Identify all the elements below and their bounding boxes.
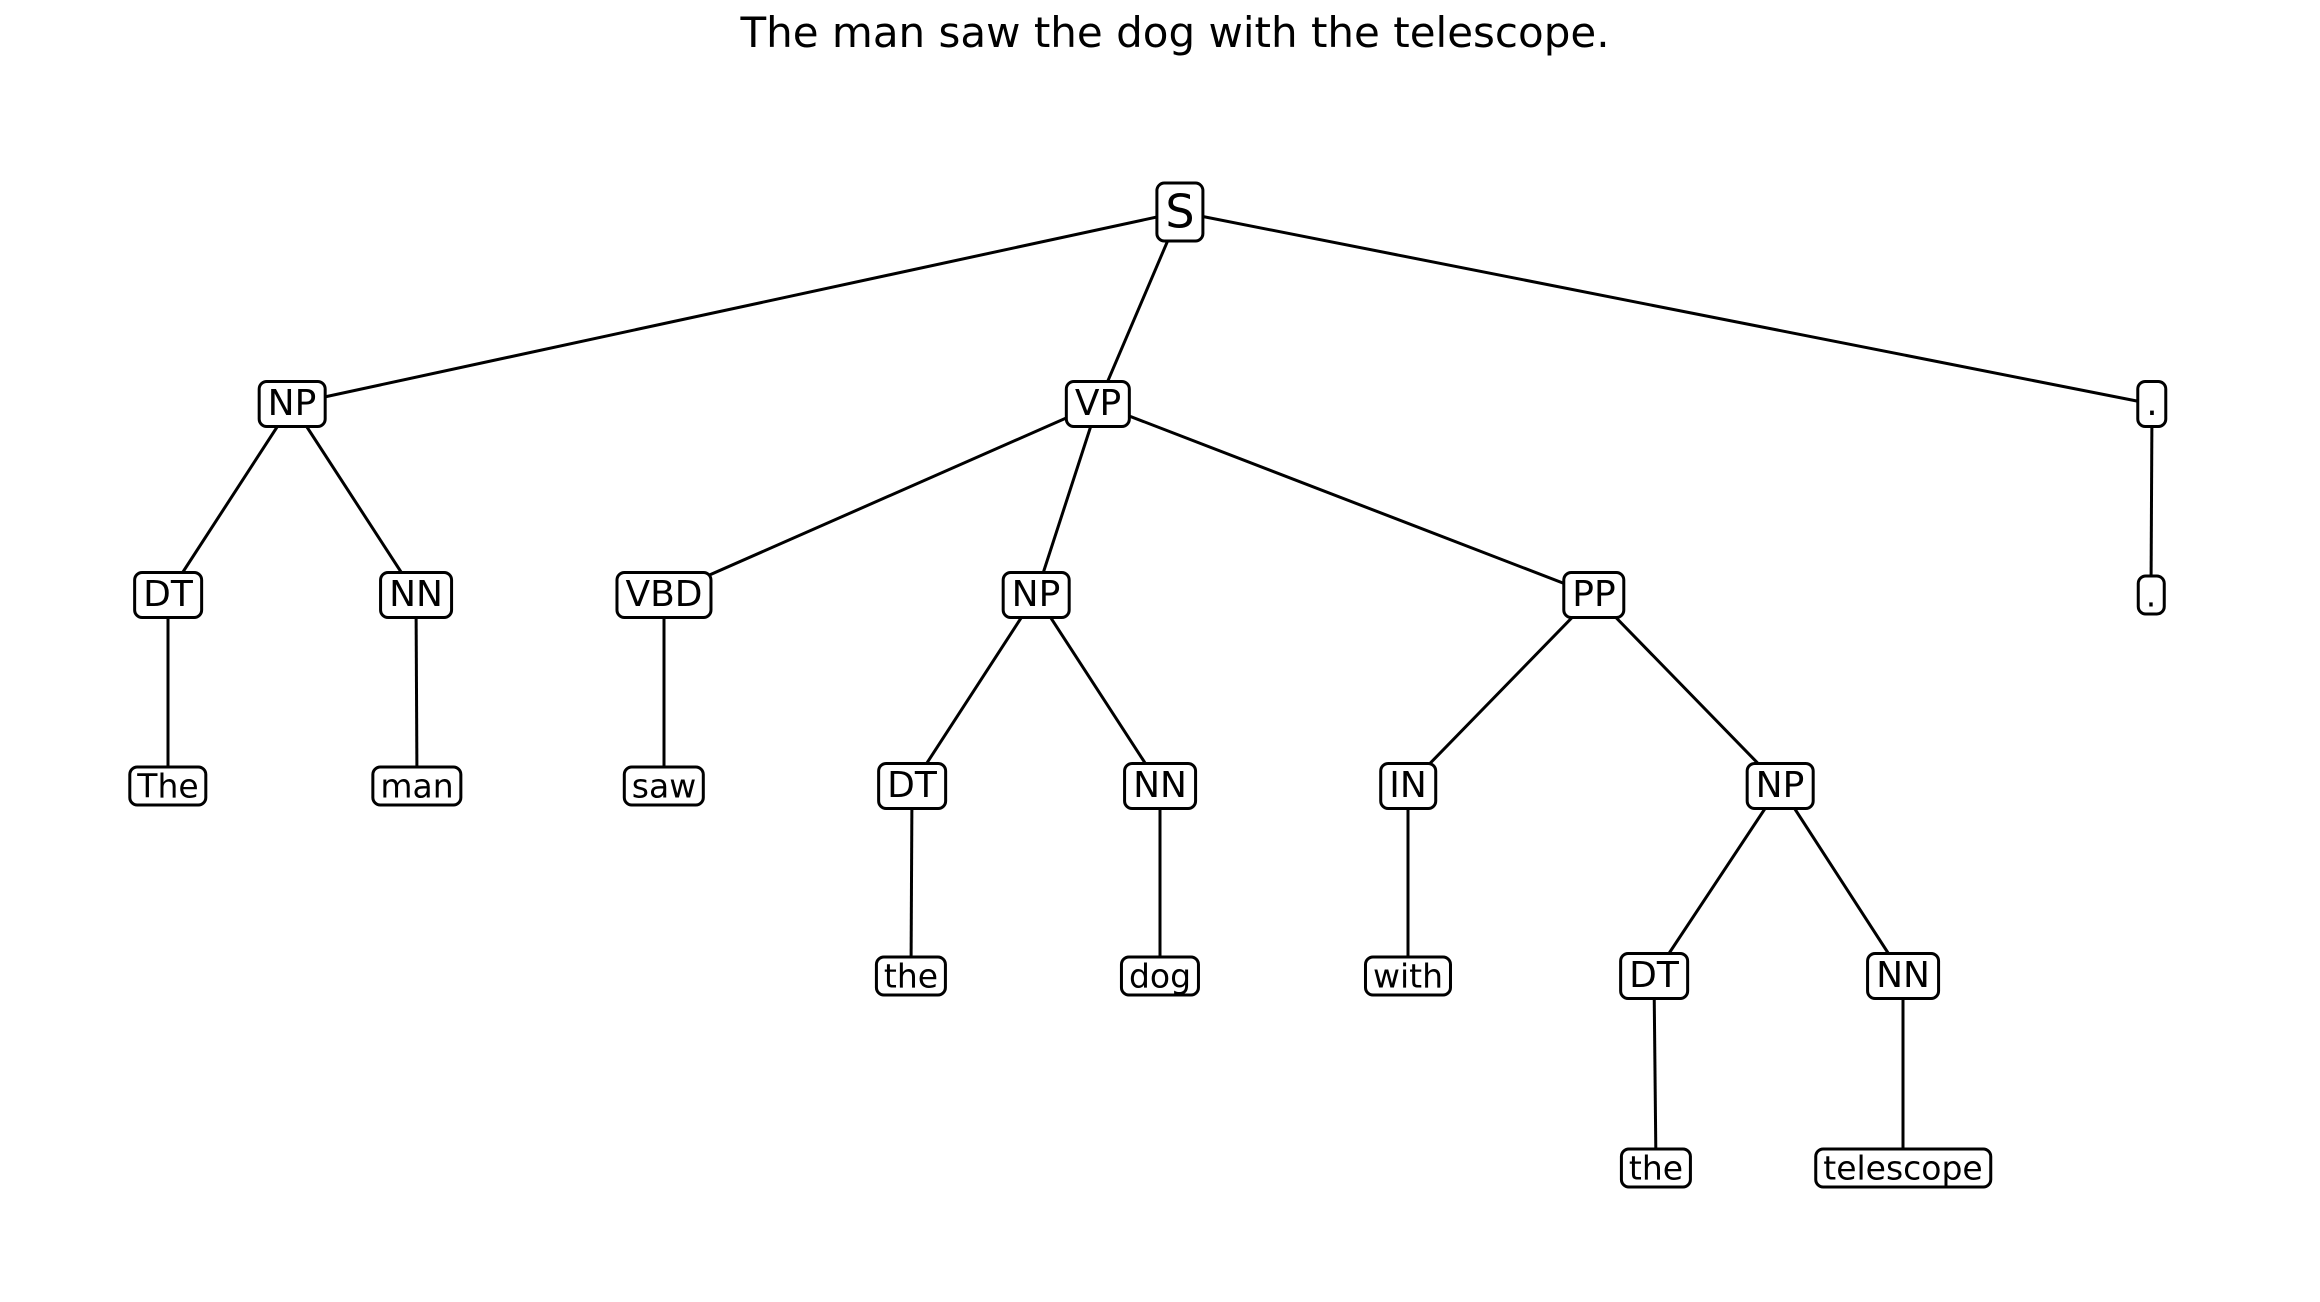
tree-edge-DT2-the2 xyxy=(909,785,914,977)
tree-leaf-telescope: telescope xyxy=(1814,1147,1992,1189)
tree-edge-PP-IN xyxy=(1406,593,1596,788)
tree-edge-PUNCT1-PUNCT2 xyxy=(2149,403,2154,596)
tree-leaf-The: The xyxy=(128,765,208,807)
tree-node-IN: IN xyxy=(1379,762,1437,810)
tree-node-VP: VP xyxy=(1064,380,1132,428)
tree-edge-NP1-NN1 xyxy=(290,403,418,596)
tree-node-NP2: NP xyxy=(1001,571,1071,619)
tree-edge-VP-NP2 xyxy=(1034,403,1100,596)
tree-edge-VP-PP xyxy=(1097,402,1595,597)
tree-edge-NP2-NN2 xyxy=(1034,594,1162,787)
sentence-title: The man saw the dog with the telescope. xyxy=(740,8,1610,57)
tree-edge-S-PUNCT1 xyxy=(1179,210,2153,406)
tree-node-NN3: NN xyxy=(1866,952,1940,1000)
tree-edge-NP3-NN3 xyxy=(1778,785,1905,977)
tree-leaf-saw: saw xyxy=(622,765,706,807)
tree-edge-NN1-man xyxy=(414,594,419,787)
tree-node-NN1: NN xyxy=(379,571,453,619)
tree-node-PUNCT1: . xyxy=(2136,380,2168,428)
tree-edge-S-VP xyxy=(1096,211,1182,405)
tree-node-NP1: NP xyxy=(257,380,327,428)
tree-node-DT1: DT xyxy=(133,571,203,619)
tree-node-DT3: DT xyxy=(1619,952,1689,1000)
tree-node-NN2: NN xyxy=(1123,762,1197,810)
tree-edge-NP3-DT3 xyxy=(1652,785,1782,977)
tree-edge-NP1-DT1 xyxy=(166,403,294,596)
tree-node-PP: PP xyxy=(1562,571,1626,619)
tree-leaf-dog: dog xyxy=(1119,955,1201,997)
tree-node-S: S xyxy=(1155,181,1205,243)
tree-edge-VP-VBD xyxy=(663,402,1099,597)
tree-node-VBD: VBD xyxy=(615,571,713,619)
tree-edge-S-NP1 xyxy=(291,210,1181,406)
tree-edge-DT3-the3 xyxy=(1652,975,1658,1169)
tree-node-DT2: DT xyxy=(877,762,947,810)
tree-leaf-with: with xyxy=(1363,955,1453,997)
tree-leaf-the3: the xyxy=(1619,1147,1693,1189)
tree-edge-PP-NP3 xyxy=(1592,593,1782,788)
tree-edge-NP2-DT2 xyxy=(910,594,1038,787)
tree-leaf-man: man xyxy=(371,765,463,807)
tree-leaf-the2: the xyxy=(874,955,948,997)
tree-node-NP3: NP xyxy=(1745,762,1815,810)
tree-leaf-PUNCT2: . xyxy=(2136,574,2166,616)
